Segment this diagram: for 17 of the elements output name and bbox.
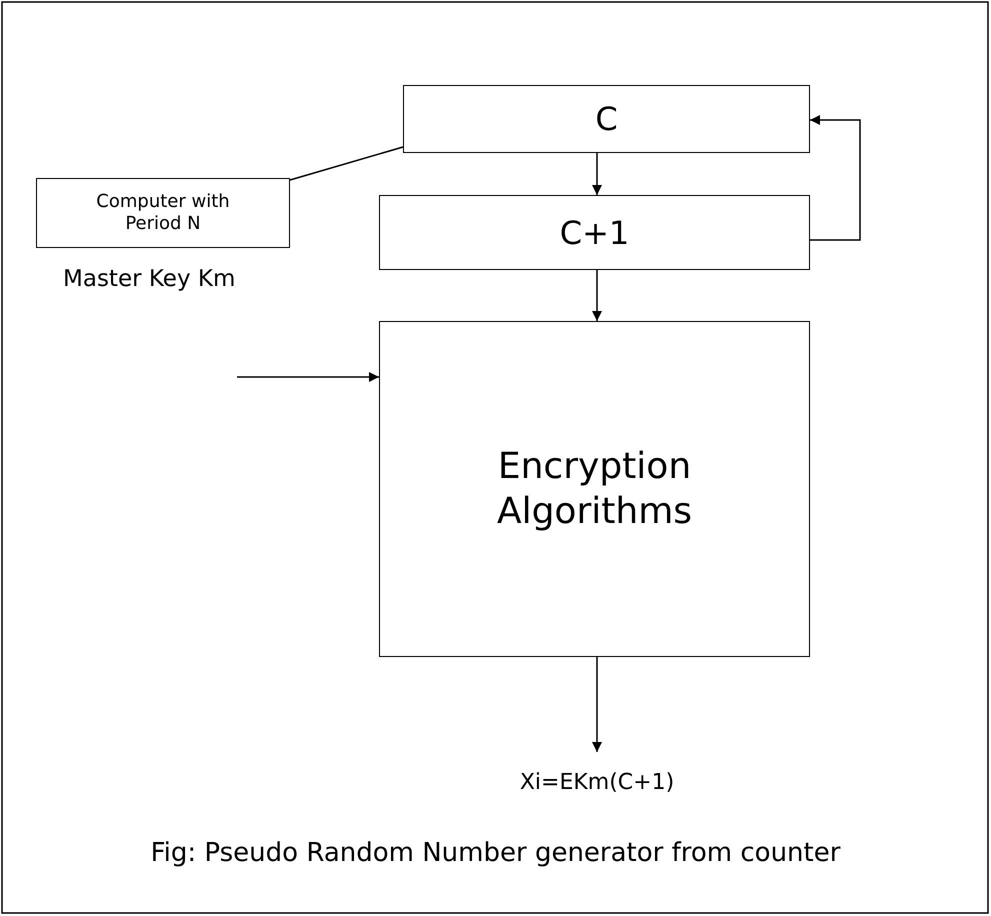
arrow [592, 270, 602, 321]
process-box [379, 321, 810, 657]
node-text: Computer with Period N [95, 190, 231, 236]
arrow [810, 115, 861, 241]
note-box [36, 178, 290, 248]
leader-line [290, 146, 404, 181]
arrow [592, 657, 602, 752]
arrow [592, 153, 602, 195]
counter-box [403, 85, 810, 153]
counter-box [379, 195, 810, 270]
input-label: Master Key Km [63, 266, 236, 292]
node-text: Encryption Algorithms [496, 445, 694, 534]
node-text: Xi=EKm(C+1) [518, 769, 676, 797]
figure-caption: Fig: Pseudo Random Number generator from counter [150, 838, 842, 868]
arrow [237, 372, 379, 382]
node-text: C [594, 99, 619, 139]
node-text: C+1 [558, 212, 630, 252]
